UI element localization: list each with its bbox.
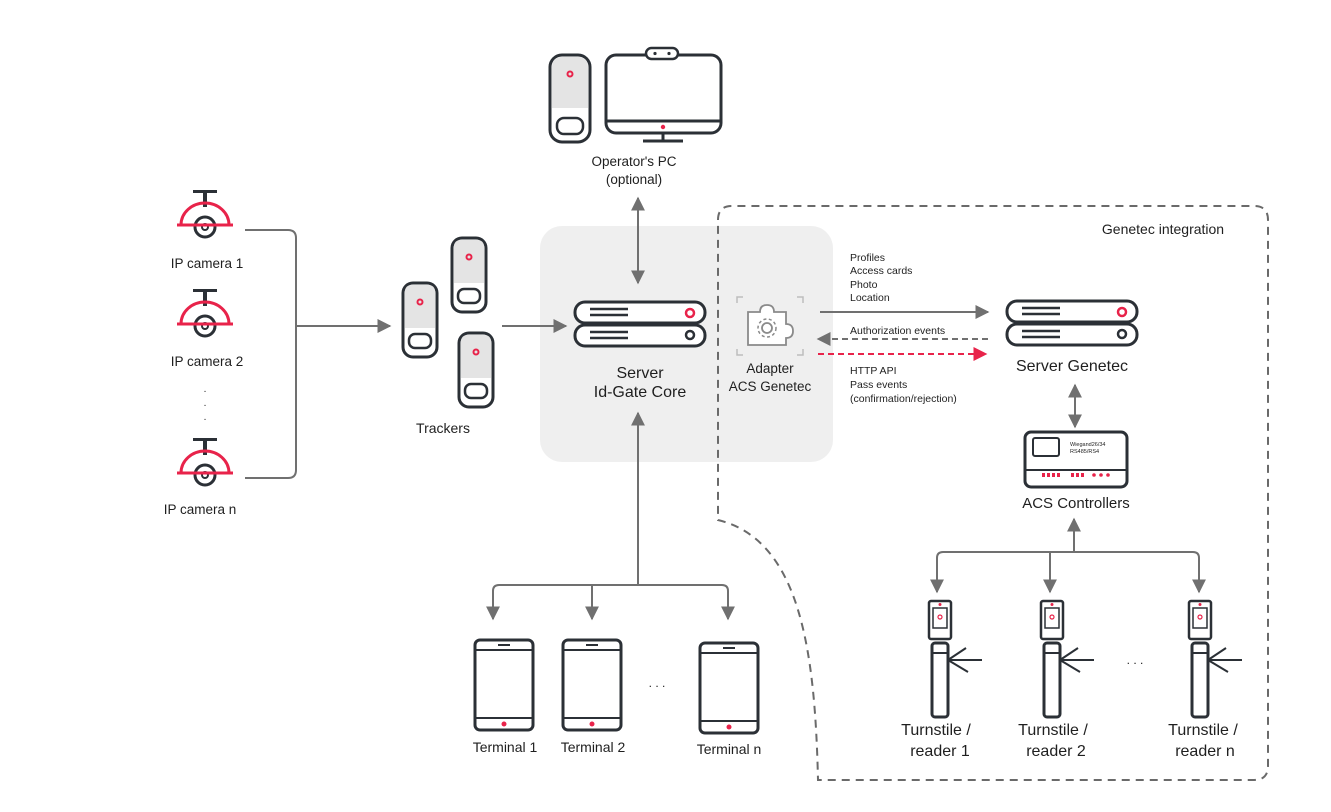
reader-icon-2 xyxy=(1039,599,1065,641)
tracker-icon-1 xyxy=(401,281,439,359)
pass-events-label: Pass events xyxy=(850,379,907,391)
camera-ellipsis-2: . xyxy=(204,398,207,409)
adapter-subtitle: ACS Genetec xyxy=(729,379,812,394)
turnstile-icon-n xyxy=(1190,641,1244,719)
terminal-icon-1 xyxy=(473,638,535,732)
core-server-icon xyxy=(573,300,707,348)
camera-icon-n xyxy=(175,436,235,487)
turnstile-2-label: Turnstile / xyxy=(1018,722,1088,739)
http-api-label: HTTP API xyxy=(850,365,897,377)
core-server-subtitle: Id-Gate Core xyxy=(594,384,687,401)
camera-icon-2 xyxy=(175,287,235,338)
terminal-bus xyxy=(492,584,729,617)
authorization-events-label: Authorization events xyxy=(850,325,945,337)
camera-n-label: IP camera n xyxy=(164,502,237,517)
reader-icon-1 xyxy=(927,599,953,641)
turnstile-1-label: Turnstile / xyxy=(901,722,971,739)
adapter-title: Adapter xyxy=(746,361,794,376)
genetec-integration-label: Genetec integration xyxy=(1102,221,1224,237)
camera-ellipsis-1: . xyxy=(204,384,207,395)
turnstile-n-sublabel: reader n xyxy=(1175,743,1235,760)
data-access-cards-label: Access cards xyxy=(850,265,912,277)
trackers-label: Trackers xyxy=(416,420,470,436)
confirmation-rejection-label: (confirmation/rejection) xyxy=(850,393,957,405)
controller-text-2: RS485/RS4 xyxy=(1070,449,1099,455)
adapter-icon xyxy=(736,296,804,356)
terminal-n-label: Terminal n xyxy=(697,741,762,757)
turnstile-icon-1 xyxy=(930,641,984,719)
turnstile-icon-2 xyxy=(1042,641,1096,719)
turnstile-2-sublabel: reader 2 xyxy=(1026,743,1086,760)
acs-controller-icon xyxy=(1023,430,1129,489)
camera-bracket xyxy=(245,229,297,479)
turnstile-n-label: Turnstile / xyxy=(1168,722,1238,739)
turnstile-1-sublabel: reader 1 xyxy=(910,743,970,760)
terminal-icon-2 xyxy=(561,638,623,732)
reader-icon-n xyxy=(1187,599,1213,641)
genetec-server-icon xyxy=(1005,299,1139,347)
tracker-icon-3 xyxy=(457,331,495,409)
controller-text-1: Wiegand26/34 xyxy=(1070,442,1105,448)
operator-pc-optional-label: (optional) xyxy=(606,172,662,187)
genetec-integration-boundary xyxy=(717,205,1269,781)
terminal-dots: . . . xyxy=(649,676,666,690)
turnstile-dots: . . . xyxy=(1127,653,1144,667)
data-profiles-label: Profiles xyxy=(850,252,885,264)
camera-ellipsis-3: . xyxy=(204,412,207,423)
acs-controllers-label: ACS Controllers xyxy=(1022,495,1130,512)
terminal-icon-n xyxy=(698,641,760,735)
tracker-icon-2 xyxy=(450,236,488,314)
camera-2-label: IP camera 2 xyxy=(171,354,244,369)
camera-icon-1 xyxy=(175,188,235,239)
data-location-label: Location xyxy=(850,292,890,304)
genetec-server-label: Server Genetec xyxy=(1016,358,1128,375)
core-server-title: Server xyxy=(616,365,664,382)
operator-pc-icon xyxy=(548,46,723,144)
turnstile-bus xyxy=(936,551,1200,591)
data-photo-label: Photo xyxy=(850,279,878,291)
terminal-2-label: Terminal 2 xyxy=(561,739,626,755)
camera-1-label: IP camera 1 xyxy=(171,256,244,271)
terminal-1-label: Terminal 1 xyxy=(473,739,538,755)
operator-pc-label: Operator's PC xyxy=(591,154,676,169)
